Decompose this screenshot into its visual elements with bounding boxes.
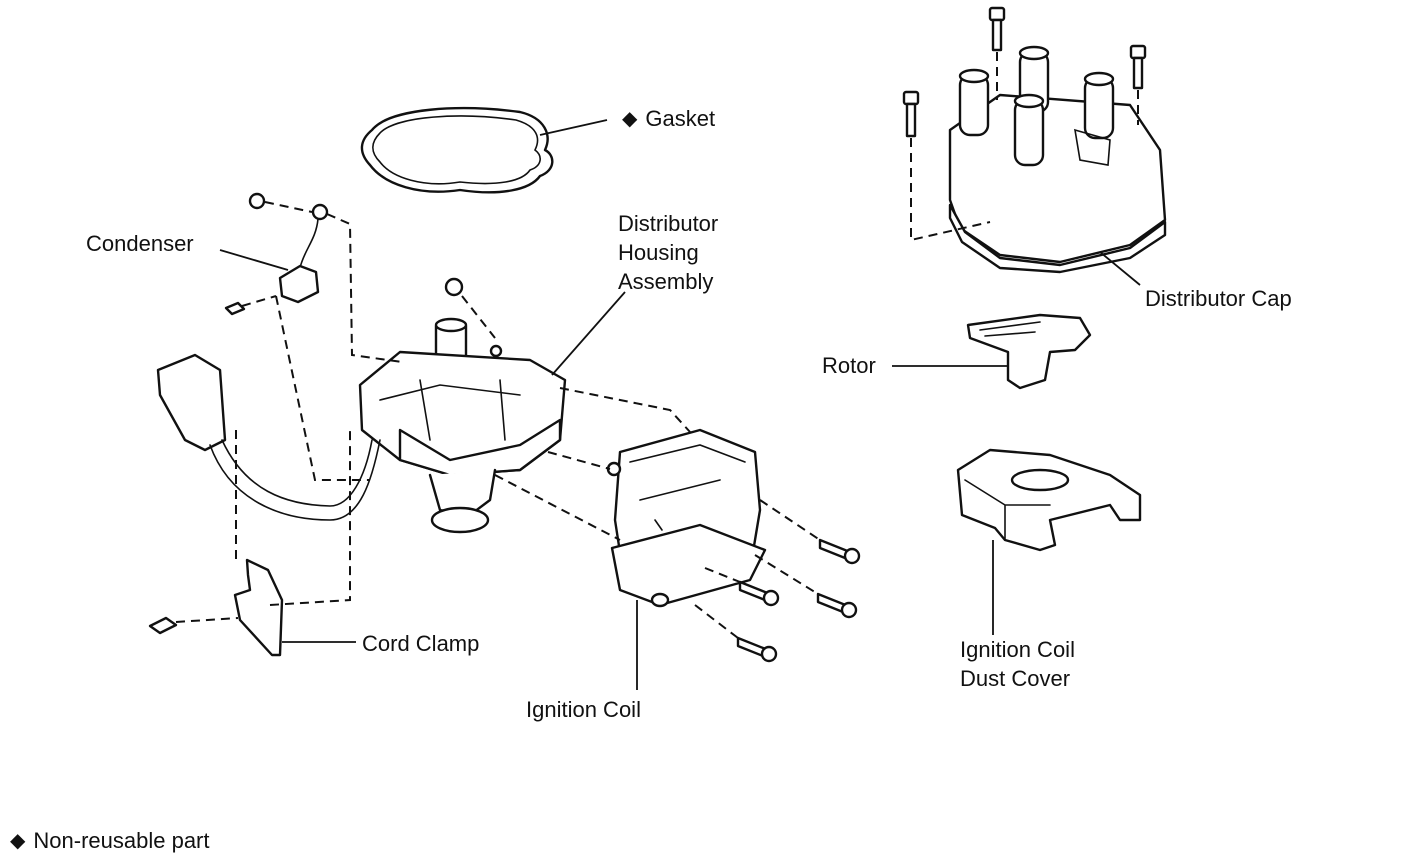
distributor-cap-part [948,45,1167,274]
condenser-label: Condenser [86,231,194,256]
leader-lines [219,119,1141,690]
gasket-label-text: Gasket [645,106,716,131]
cord-clamp-label: Cord Clamp [362,631,480,656]
cord-clamp-part [148,558,284,657]
distributor-housing-label-line: Assembly [618,269,714,294]
dust-cover-part [956,448,1142,552]
ignition-coil-label: Ignition Coil [526,697,641,722]
rotor-label: Rotor [822,353,876,378]
ignition-coil-dust-cover-label: Ignition Coil Dust Cover [960,635,1075,693]
distributor-housing-label-line: Housing [618,240,699,265]
distributor-housing-label-line: Distributor [618,211,719,236]
gasket-label: ◆ Gasket [622,104,715,135]
legend: ◆ Non-reusable part [10,826,210,857]
ignition-coil-part [606,428,767,608]
dust-cover-label-line: Dust Cover [960,666,1071,691]
coil-screws [736,538,861,663]
condenser-part [224,192,329,316]
dust-cover-label-line: Ignition Coil [960,637,1075,662]
gasket-part [360,106,554,194]
distributor-housing-assembly-label: Distributor Housing Assembly [618,209,718,296]
distributor-housing-part [358,277,567,534]
non-reusable-diamond-icon: ◆ [622,108,638,130]
rotor-part [966,313,1092,390]
wire-harness-part [156,353,381,521]
assembly-dashed-lines [175,52,1139,639]
non-reusable-diamond-icon: ◆ [10,830,26,852]
distributor-cap-label: Distributor Cap [1145,286,1292,311]
cap-screws [902,6,1147,138]
legend-text: Non-reusable part [33,828,210,853]
